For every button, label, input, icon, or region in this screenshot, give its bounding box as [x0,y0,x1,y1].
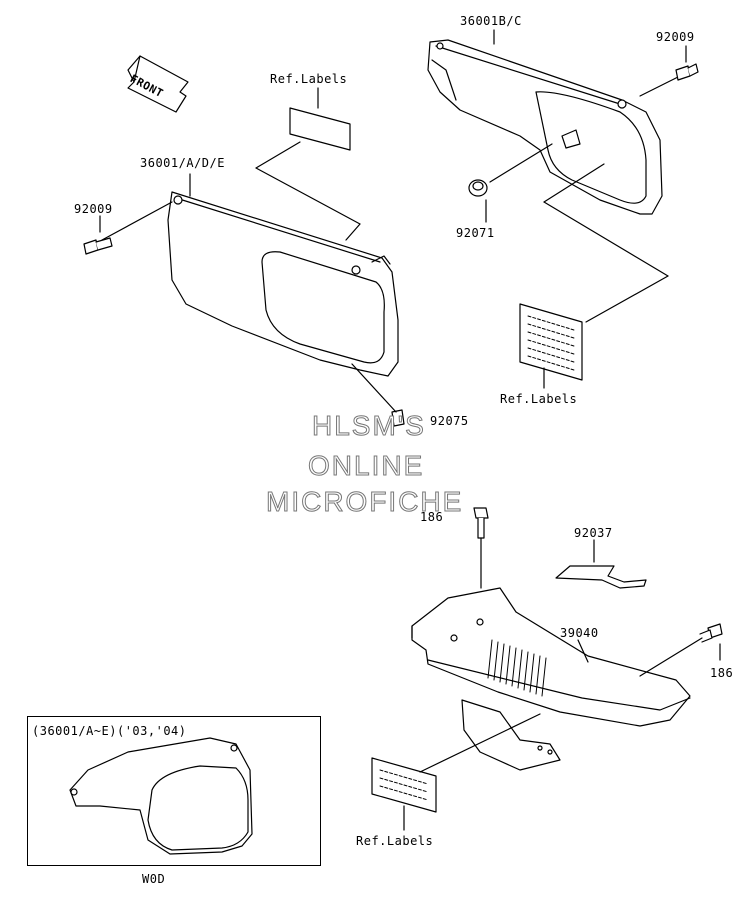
label-ref-labels-bottom: Ref.Labels [356,834,434,848]
wire-clip-92037 [555,539,647,589]
label-92009-right: 92009 [656,30,695,44]
label-92075: 92075 [430,414,469,428]
watermark-line-2: ONLINE [307,450,425,482]
bolt-186-right [639,623,723,677]
grommet-92071 [468,143,553,223]
front-arrow-icon [127,55,189,113]
right-side-cover [427,39,663,215]
inset-title: (36001/A~E)('03,'04) [32,724,187,738]
label-92071: 92071 [456,226,495,240]
label-ref-labels-top: Ref.Labels [270,72,348,86]
label-39040: 39040 [560,626,599,640]
ref-label-sheet-top [289,107,351,151]
bolt-186-top [473,507,489,589]
left-side-cover [167,191,399,377]
inset-cover-drawing [69,737,253,855]
label-92037: 92037 [574,526,613,540]
clip-92075 [351,363,405,427]
inset-caption: W0D [142,872,166,886]
heat-guard-39040 [411,587,691,771]
ref-label-sheet-bottom [371,713,541,831]
label-36001-a-d-e: 36001/A/D/E [140,156,225,170]
label-92009-left: 92009 [74,202,113,216]
label-ref-labels-right: Ref.Labels [500,392,578,406]
label-186-right: 186 [710,666,734,680]
watermark-line-1: HLSM'S [312,410,426,442]
watermark-line-3: MICROFICHE [265,486,464,518]
bolt-92009-left [83,215,113,255]
inset-box [27,716,321,866]
label-36001b-c: 36001B/C [460,14,522,28]
ref-label-sheet-right [519,163,669,389]
bolt-92009-right [675,45,699,81]
label-186-top: 186 [420,510,444,524]
